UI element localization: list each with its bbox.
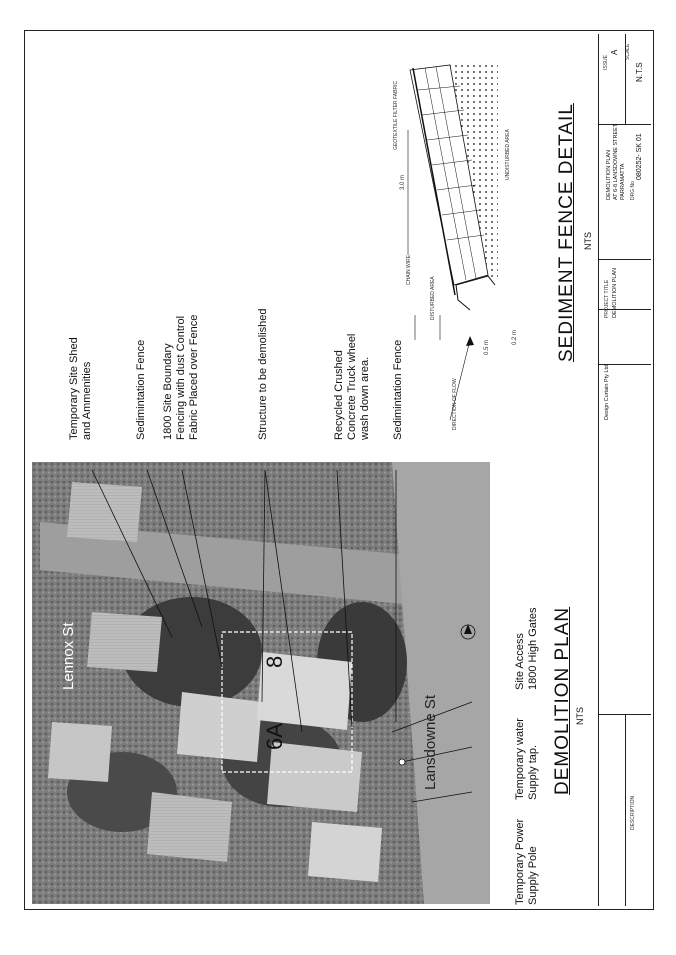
fence-label-chain-wire: CHAIN WIRE [406, 255, 412, 285]
fence-label-0-5m: 0.5 m [484, 339, 490, 355]
title-block-scale: N.T.S [635, 62, 644, 82]
lot-number-6a: 6A [262, 723, 287, 750]
callout-structure-demolish: Structure to be demolished [257, 308, 269, 440]
title-block [598, 34, 651, 906]
title-block-rev: A [610, 49, 619, 55]
fence-label-disturbed: DISTURBED AREA [430, 276, 436, 320]
title-block-project: DEMOLITION PLAN [612, 267, 618, 318]
street-label-lennox: Lennox St [60, 622, 77, 690]
title-block-revision-header: DESCRIPTION [630, 795, 636, 830]
fence-label-direction-flow: DIRECTION OF FLOW [452, 378, 458, 430]
demolition-plan-scale: NTS [575, 707, 585, 725]
title-block-drg-label: DRG No [630, 181, 636, 200]
title-block-drawing-title: DEMOLITION PLAN AT 6-8 LANSDOWNE STREET … [606, 123, 626, 200]
callout-boundary-fencing: 1800 Site Boundary Fencing with dust Con… [162, 314, 200, 440]
sediment-fence-detail [407, 64, 498, 421]
callout-water-tap: Temporary water Supply tap. [514, 718, 539, 800]
fence-label-undisturbed: UNDISTURBED AREA [505, 129, 511, 180]
callout-wash-down-area: Recycled Crushed Concrete Truck wheel wa… [333, 333, 371, 440]
fence-detail-title: SEDIMENT FENCE DETAIL [556, 103, 577, 362]
lot-number-8: 8 [262, 655, 287, 668]
title-block-scale-label: SCALE [625, 43, 631, 60]
north-arrow-icon [460, 624, 476, 640]
fence-label-height: 3.0 m [400, 174, 406, 190]
callout-sedimentation-fence-top: Sedimintation Fence [135, 339, 147, 440]
street-label-lansdowne: Lansdowne St [422, 694, 439, 790]
title-block-drawing-number: 080252- SK 01 [636, 133, 643, 180]
callout-site-access: Site Access 1800 High Gates [514, 607, 539, 690]
sheet-border [24, 30, 654, 910]
callout-power-pole: Temporary Power Supply Pole [514, 818, 539, 905]
fence-detail-scale: NTS [583, 232, 593, 250]
callout-site-shed: Temporary Site Shed and Ammenities [68, 337, 93, 440]
title-block-company: Design Curtain Pty Ltd [604, 364, 610, 420]
title-block-rev-label: ISSUE [603, 54, 609, 70]
fence-label-0-2m: 0.2 m [512, 329, 518, 345]
title-block-project-label: PROJECT TITLE [604, 279, 610, 318]
fence-label-geotextile: GEOTEXTILE FILTER FABRIC [393, 80, 399, 150]
aerial-photo [32, 462, 490, 904]
demolition-plan-title: DEMOLITION PLAN [552, 606, 573, 795]
